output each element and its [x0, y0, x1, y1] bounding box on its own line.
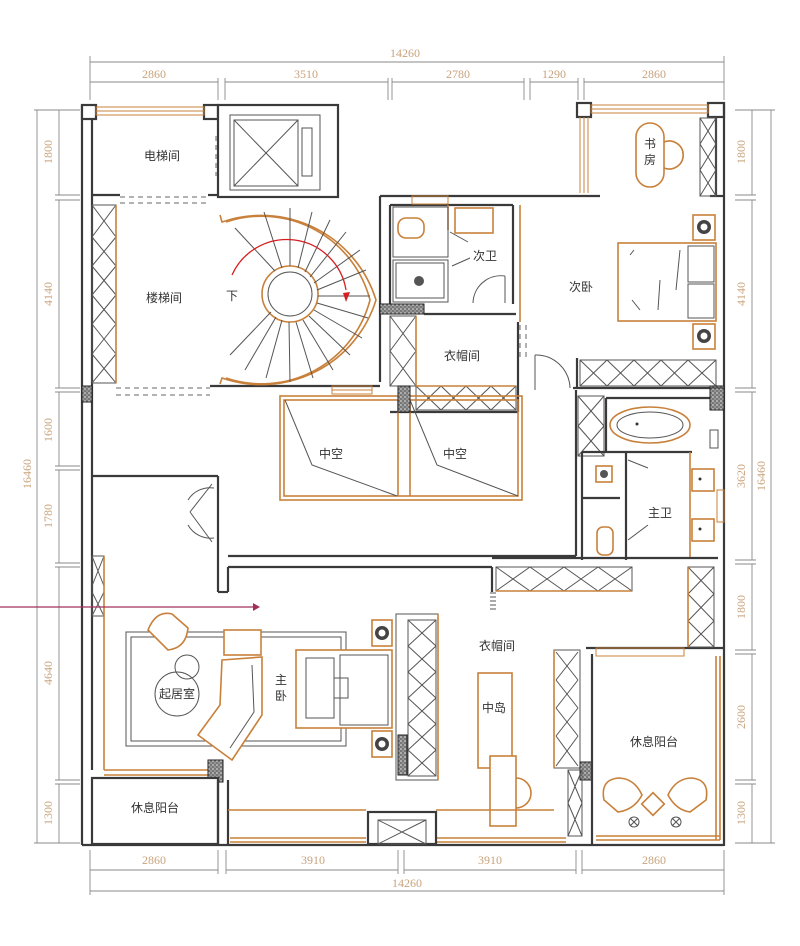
stair-treads: [229, 208, 370, 383]
dim-right-seg-2: 4140: [734, 282, 748, 306]
dim-left-seg-4: 1780: [41, 504, 55, 528]
dim-right-seg-4: 1800: [734, 595, 748, 619]
dim-right-seg-6: 1300: [734, 801, 748, 825]
dim-top-seg-2: 3510: [294, 67, 318, 81]
label-void-left: 中空: [319, 446, 343, 461]
section-cut-line: [0, 603, 260, 611]
secondary-bath-block: [378, 194, 540, 414]
label-master-bath: 主卫: [648, 506, 672, 520]
dim-left-seg-2: 4140: [41, 282, 55, 306]
dim-left-overall: 16460: [20, 459, 34, 489]
dim-bottom-overall: 14260: [392, 876, 422, 890]
stair-direction-arrow: [231, 238, 347, 291]
dim-left-seg-6: 1300: [41, 801, 55, 825]
label-living-room: 起居室: [159, 686, 195, 701]
dimension-top: 14260 2860 3510 2780 1290 2860: [89, 46, 725, 100]
dim-top-seg-5: 2860: [642, 67, 666, 81]
label-void-right: 中空: [443, 446, 467, 461]
dimension-right: 1800 4140 3620 1800 2600 1300 16460: [734, 109, 775, 844]
label-balcony-right: 休息阳台: [630, 734, 678, 749]
dim-left-seg-1: 1800: [41, 140, 55, 164]
dim-right-overall: 16460: [754, 461, 768, 491]
master-bath-block: [492, 387, 725, 560]
label-cloakroom-upper: 衣帽间: [444, 348, 480, 363]
dim-top-seg-3: 2780: [446, 67, 470, 81]
dim-bottom-seg-1: 2860: [142, 853, 166, 867]
label-balcony-left: 休息阳台: [131, 800, 179, 815]
label-master-bedroom-line1: 主: [275, 673, 287, 687]
dimension-bottom: 2860 3910 3910 2860 14260: [89, 850, 725, 895]
central-corridor: [91, 474, 633, 770]
label-study-line1: 书: [644, 137, 656, 151]
dim-top-seg-1: 2860: [142, 67, 166, 81]
label-elevator-room: 电梯间: [144, 149, 180, 163]
dim-top-overall: 14260: [390, 46, 420, 60]
dim-right-seg-3: 3620: [734, 464, 748, 488]
stair-room: [81, 204, 380, 403]
dim-left-seg-3: 1600: [41, 418, 55, 442]
bottom-wall-block: [90, 776, 566, 846]
label-stair-room: 楼梯间: [146, 290, 182, 305]
dim-bottom-seg-3: 3910: [478, 853, 502, 867]
master-suite: [104, 612, 439, 783]
dim-left-seg-5: 4640: [41, 661, 55, 685]
dim-right-seg-1: 1800: [734, 140, 748, 164]
label-secondary-bedroom: 次卧: [569, 280, 593, 294]
label-island: 中岛: [482, 700, 506, 715]
dim-right-seg-5: 2600: [734, 705, 748, 729]
dim-bottom-seg-4: 2860: [642, 853, 666, 867]
room-labels: 电梯间 楼梯间 下 次卫 次卧 书 房 衣帽间 中空 中空 主卫 起居室 主 卧…: [131, 137, 678, 815]
void-area: [279, 385, 523, 501]
label-secondary-bath: 次卫: [473, 249, 497, 263]
lower-cloakroom: [477, 566, 724, 845]
dim-top-seg-4: 1290: [542, 67, 566, 81]
label-master-bedroom-line2: 卧: [275, 689, 287, 703]
dimension-left: 1800 4140 1600 1780 4640 1300 16460: [20, 109, 80, 844]
label-stair-down: 下: [226, 289, 238, 303]
dim-bottom-seg-2: 3910: [301, 853, 325, 867]
label-study-line2: 房: [644, 152, 656, 167]
label-cloakroom-lower: 衣帽间: [479, 638, 515, 653]
secondary-bedroom-block: [534, 117, 725, 409]
